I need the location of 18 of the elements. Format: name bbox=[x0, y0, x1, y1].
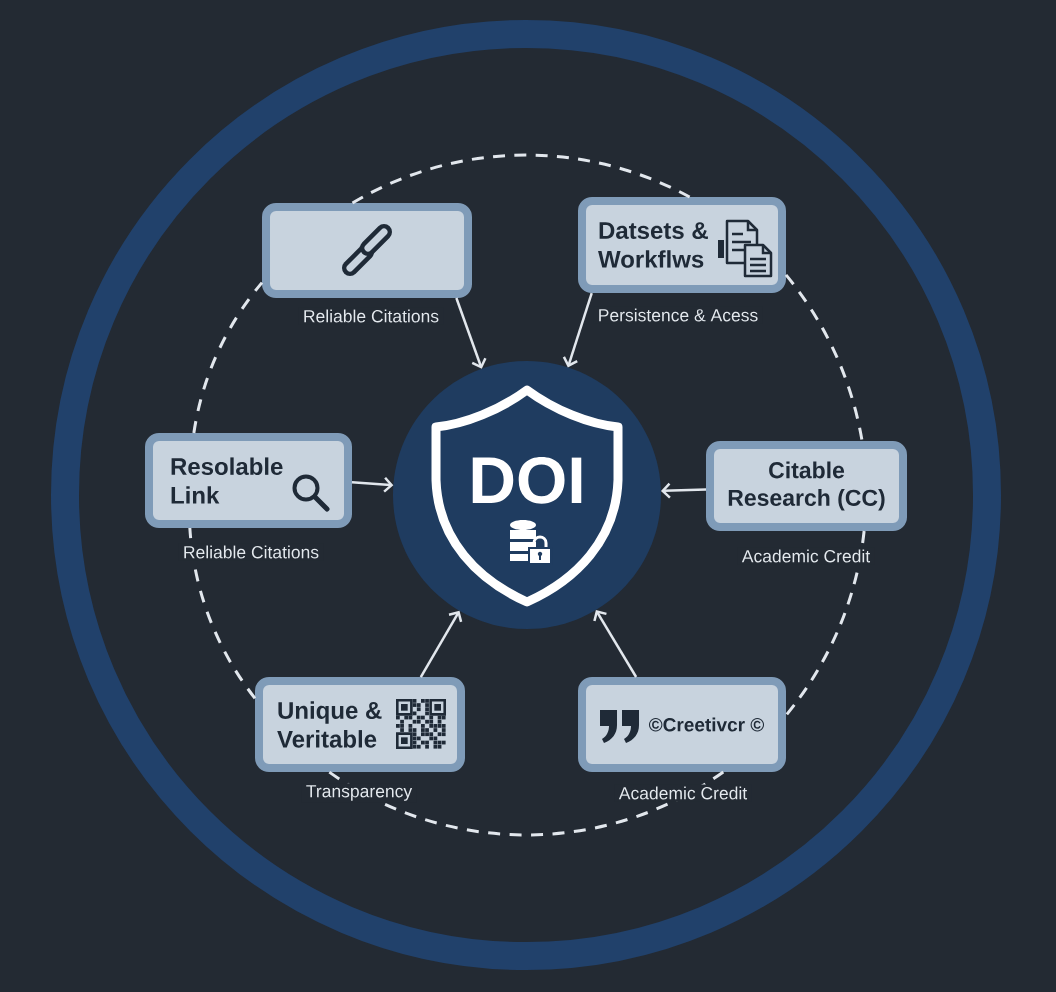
text-box: ©Creetivcr © bbox=[578, 677, 786, 772]
text-box: Citable Research (CC) bbox=[706, 441, 907, 531]
dashed-line bbox=[188, 527, 257, 700]
dashed-line bbox=[351, 153, 691, 205]
text-box: Datsets & Workflws bbox=[578, 197, 786, 293]
arrow bbox=[455, 297, 487, 369]
dashed-line bbox=[192, 281, 264, 434]
arrow bbox=[351, 476, 394, 493]
text-box: Unique & Veritable bbox=[255, 677, 465, 772]
dashed-line bbox=[784, 530, 866, 717]
arrow bbox=[562, 292, 593, 368]
text-box: Resolable Link bbox=[145, 433, 352, 528]
node-label: Transparency bbox=[301, 783, 417, 803]
arrow bbox=[593, 609, 638, 678]
icon-box bbox=[262, 203, 472, 298]
dashed-line bbox=[784, 273, 864, 442]
arrow bbox=[660, 482, 707, 499]
arrow bbox=[419, 610, 463, 678]
